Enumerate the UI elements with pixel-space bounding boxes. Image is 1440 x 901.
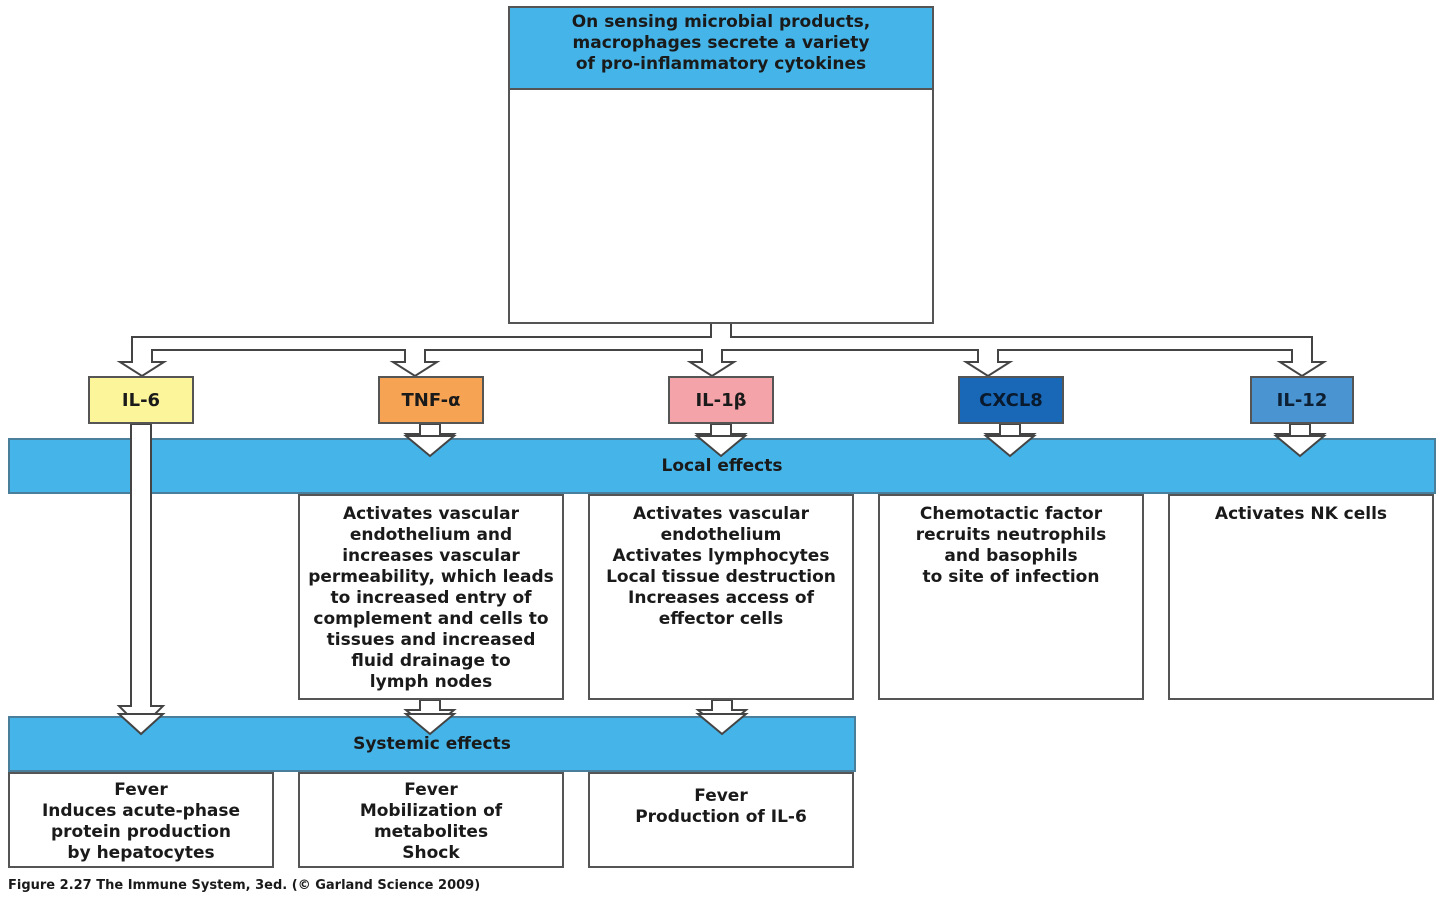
local-tnf-line: fluid drainage to xyxy=(351,651,511,671)
cytokine-il1-beta: IL-1β xyxy=(668,376,774,424)
local-effect-tnf: Activates vascular endothelium and incre… xyxy=(298,494,564,700)
figure-caption-text: Figure 2.27 The Immune System, 3ed. (© G… xyxy=(8,878,481,893)
systemic-il1-line: Production of IL-6 xyxy=(635,807,807,827)
cytokine-il12: IL-12 xyxy=(1250,376,1354,424)
cytokine-cxcl8-label: CXCL8 xyxy=(979,389,1043,411)
cytokine-il6: IL-6 xyxy=(88,376,194,424)
local-il1-line: Local tissue destruction xyxy=(606,567,836,587)
local-il1-line: Activates lymphocytes xyxy=(612,546,830,566)
local-effect-cxcl8: Chemotactic factor recruits neutrophils … xyxy=(878,494,1144,700)
local-il12-line: Activates NK cells xyxy=(1214,504,1388,524)
systemic-effects-title: Systemic effects xyxy=(353,734,511,754)
systemic-effect-il1: Fever Production of IL-6 xyxy=(588,772,854,868)
local-il1-line: Activates vascular xyxy=(633,504,809,524)
cytokine-il1-beta-label: IL-1β xyxy=(695,389,747,411)
local-il1-line: effector cells xyxy=(658,609,784,629)
figure-caption: Figure 2.27 The Immune System, 3ed. (© G… xyxy=(8,878,708,896)
local-effect-il1: Activates vascular endothelium Activates… xyxy=(588,494,854,700)
local-cxcl8-line: to site of infection xyxy=(922,567,1100,587)
local-tnf-line: lymph nodes xyxy=(369,672,493,692)
local-tnf-line: tissues and increased xyxy=(326,630,536,650)
local-tnf-line: complement and cells to xyxy=(313,609,549,629)
systemic-il6-line: protein production xyxy=(50,822,232,842)
local-effect-il12: Activates NK cells xyxy=(1168,494,1434,700)
cytokine-il6-label: IL-6 xyxy=(121,389,161,411)
local-tnf-line: increases vascular xyxy=(342,546,520,566)
cytokine-tnf-alpha: TNF-α xyxy=(378,376,484,424)
systemic-tnf-line: Mobilization of xyxy=(359,801,503,821)
local-tnf-line: to increased entry of xyxy=(330,588,532,608)
local-tnf-line: endothelium and xyxy=(349,525,513,545)
header-title: On sensing microbial products, macrophag… xyxy=(508,6,934,90)
cytokine-il12-label: IL-12 xyxy=(1276,389,1328,411)
systemic-effect-il6: Fever Induces acute-phase protein produc… xyxy=(8,772,274,868)
local-tnf-line: Activates vascular xyxy=(343,504,519,524)
local-tnf-line: permeability, which leads xyxy=(308,567,554,587)
systemic-il6-line: Fever xyxy=(114,780,168,800)
header-line-3: of pro-inflammatory cytokines xyxy=(575,54,867,74)
systemic-tnf-line: metabolites xyxy=(373,822,489,842)
cytokine-tnf-alpha-label: TNF-α xyxy=(401,389,461,411)
local-effects-title: Local effects xyxy=(661,456,783,476)
local-cxcl8-line: recruits neutrophils xyxy=(915,525,1107,545)
local-cxcl8-line: and basophils xyxy=(944,546,1078,566)
local-cxcl8-line: Chemotactic factor xyxy=(919,504,1103,524)
local-il1-line: endothelium xyxy=(660,525,782,545)
distribution-connector xyxy=(116,322,1328,378)
systemic-tnf-line: Shock xyxy=(402,843,460,863)
local-il1-line: Increases access of xyxy=(628,588,814,608)
systemic-effect-tnf: Fever Mobilization of metabolites Shock xyxy=(298,772,564,868)
cytokine-cxcl8: CXCL8 xyxy=(958,376,1064,424)
header-line-2: macrophages secrete a variety xyxy=(572,33,870,53)
systemic-il6-line: Induces acute-phase xyxy=(41,801,241,821)
systemic-tnf-line: Fever xyxy=(404,780,458,800)
header-line-1: On sensing microbial products, xyxy=(571,12,871,32)
systemic-il6-line: by hepatocytes xyxy=(67,843,215,863)
systemic-il1-line: Fever xyxy=(694,786,748,806)
